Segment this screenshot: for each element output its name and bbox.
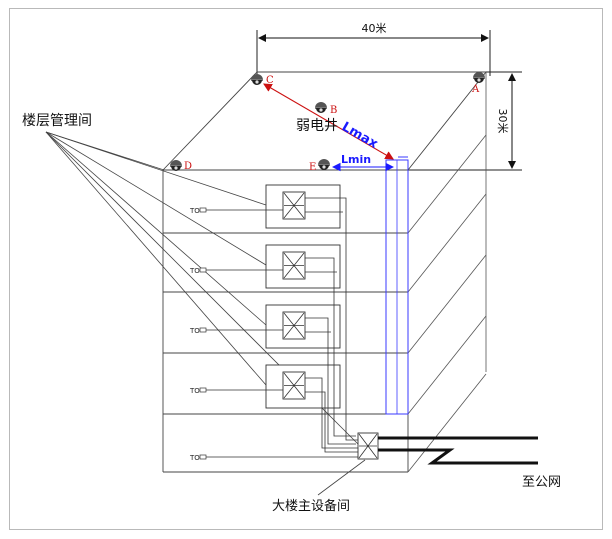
patch-switch-icon <box>283 192 305 219</box>
lmax-arrow <box>263 83 394 160</box>
point-c-label: C <box>266 75 274 86</box>
svg-text:TO: TO <box>189 207 200 215</box>
outlet-icon <box>199 327 207 333</box>
floor-patch-boxes <box>265 184 341 409</box>
main-room-leader <box>317 459 366 496</box>
lmax-label: Lmax <box>339 119 381 152</box>
public-network-link <box>378 436 538 465</box>
outlet-icon <box>199 387 207 393</box>
camera-point-b: B <box>315 102 337 116</box>
dome-camera-icon <box>315 102 327 113</box>
camera-point-d: D <box>170 160 192 172</box>
building-top-face <box>162 71 487 171</box>
camera-point-a: A <box>471 72 485 95</box>
camera-point-c: C <box>251 74 274 86</box>
main-room-switch <box>357 432 379 460</box>
svg-text:TO: TO <box>189 327 200 335</box>
svg-text:TO: TO <box>189 387 200 395</box>
svg-text:TO: TO <box>189 267 200 275</box>
lmin-label: Lmin <box>341 153 371 166</box>
main-room-label: 大楼主设备间 <box>272 498 350 514</box>
point-b-label: B <box>330 105 337 116</box>
backbone-risers <box>305 197 360 453</box>
outlet-icon <box>199 454 207 460</box>
weak-current-shaft <box>385 156 409 415</box>
width-dimension: 40米 <box>256 22 491 76</box>
dome-camera-icon <box>170 160 182 171</box>
floor-patch-box <box>265 304 341 349</box>
depth-dimension-label: 30米 <box>496 109 509 134</box>
patch-switch-icon <box>283 372 305 399</box>
weak-shaft-label: 弱电井 <box>296 118 338 134</box>
outlet-floor-1: TO <box>189 207 283 215</box>
width-dimension-label: 40米 <box>362 22 387 35</box>
depth-dimension: 30米 <box>408 71 522 171</box>
svg-text:TO: TO <box>189 454 200 462</box>
camera-point-e: E <box>309 159 330 173</box>
patch-switch-icon <box>283 312 305 339</box>
patch-switch-icon <box>283 252 305 279</box>
floor-room-label: 楼层管理间 <box>22 113 92 129</box>
outlet-floor-3: TO <box>189 327 283 335</box>
outlets: TO TO TO TO TO <box>189 207 358 462</box>
outlet-floor-4: TO <box>189 387 283 395</box>
building-side-face <box>407 72 487 473</box>
floor-patch-box <box>265 184 341 229</box>
to-network-label: 至公网 <box>522 475 561 490</box>
floor-patch-box <box>265 244 341 289</box>
outlet-icon <box>199 267 207 273</box>
point-a-label: A <box>471 84 480 95</box>
point-d-label: D <box>184 161 192 172</box>
dome-camera-icon <box>318 159 330 170</box>
outlet-floor-5: TO <box>189 454 358 462</box>
floor-patch-box <box>265 364 341 409</box>
outlet-floor-2: TO <box>189 267 283 275</box>
dome-camera-icon <box>473 72 485 83</box>
outlet-icon <box>199 207 207 213</box>
patch-switch-icon <box>358 433 378 459</box>
dome-camera-icon <box>251 74 263 85</box>
point-e-label: E <box>309 162 316 173</box>
